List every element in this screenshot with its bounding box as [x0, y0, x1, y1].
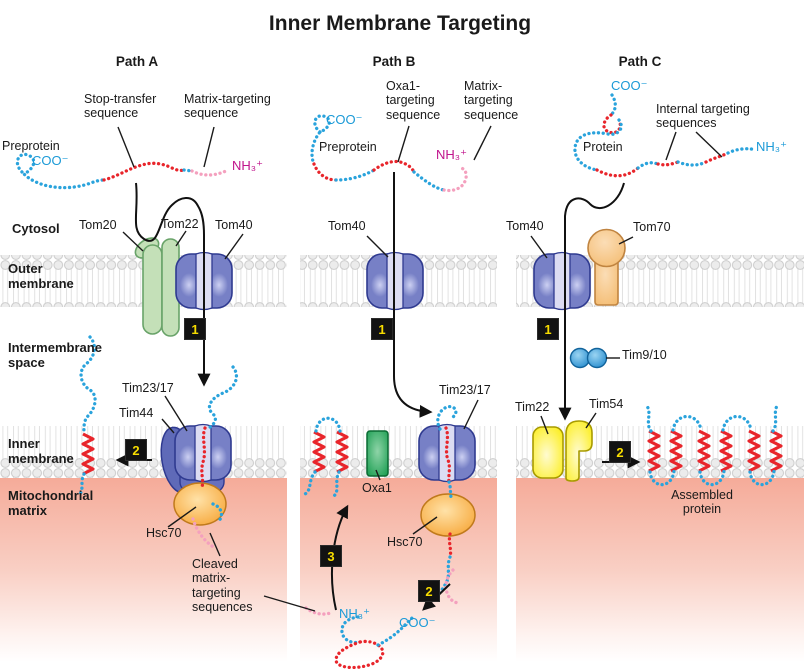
matrix-targeting-label-a: Matrix-targeting sequence — [184, 92, 271, 121]
oxa1-protein — [366, 430, 389, 477]
hsc70-label-a: Hsc70 — [146, 526, 182, 540]
oxa1-targeting-label: Oxa1- targeting sequence — [386, 79, 441, 122]
path-c-header: Path C — [618, 54, 662, 69]
internal-targeting-label: Internal targeting sequences — [656, 102, 750, 131]
tom40-label-b: Tom40 — [328, 219, 366, 233]
coo-bottom-label-b: COO⁻ — [399, 615, 436, 630]
tom20-label: Tom20 — [79, 218, 117, 232]
figure-title: Inner Membrane Targeting — [268, 12, 532, 35]
step-2-badge-c: 2 — [609, 441, 631, 463]
nh3-label-a: NH₃⁺ — [232, 158, 263, 173]
cytosol-label: Cytosol — [12, 221, 60, 236]
tim22-tim54-complex — [532, 420, 593, 482]
preprotein-label-a: Preprotein — [2, 139, 60, 153]
preprotein-label-b: Preprotein — [319, 140, 377, 154]
intermembrane-space-label: Intermembrane space — [8, 340, 102, 370]
matrix-label: Mitochondrial matrix — [8, 488, 94, 518]
step-1-badge-b: 1 — [371, 318, 393, 340]
protein-label-c: Protein — [583, 140, 623, 154]
tim23-17-label-b: Tim23/17 — [439, 383, 491, 397]
nh3-label-c: NH₃⁺ — [756, 139, 787, 154]
nh3-bottom-label-b: NH₃⁺ — [339, 606, 370, 621]
hsc70-b — [420, 493, 476, 537]
tim22-label: Tim22 — [515, 400, 550, 414]
coo-label-a: COO⁻ — [32, 153, 69, 168]
nh3-top-label-b: NH₃⁺ — [436, 147, 467, 162]
outer-membrane-label: Outer membrane — [8, 261, 74, 291]
tom70-label: Tom70 — [633, 220, 671, 234]
step-1-badge-a: 1 — [184, 318, 206, 340]
step-1-badge-c: 1 — [537, 318, 559, 340]
tom40-channel-c — [533, 251, 591, 311]
oxa1-label: Oxa1 — [362, 481, 392, 495]
coo-top-label-b: COO⁻ — [326, 112, 363, 127]
tim9-10-chaperone — [569, 347, 608, 369]
step-2-badge-a: 2 — [125, 439, 147, 461]
path-a-header: Path A — [115, 54, 159, 69]
tom20-tom22-receptor — [134, 237, 180, 337]
inner-membrane-band — [0, 426, 804, 478]
matrix-targeting-label-b: Matrix- targeting sequence — [464, 79, 519, 122]
coo-label-c: COO⁻ — [611, 78, 648, 93]
tom22-label: Tom22 — [161, 217, 199, 231]
tom40-label-a: Tom40 — [215, 218, 253, 232]
tim44-label: Tim44 — [119, 406, 154, 420]
assembled-protein-label: Assembled protein — [671, 488, 733, 517]
inner-membrane-label: Inner membrane — [8, 436, 74, 466]
hsc70-a — [173, 482, 227, 526]
stop-transfer-label: Stop-transfer sequence — [84, 92, 157, 121]
tom40-label-c: Tom40 — [506, 219, 544, 233]
tom70-receptor — [587, 228, 626, 306]
path-b-header: Path B — [372, 54, 416, 69]
tim54-label: Tim54 — [589, 397, 624, 411]
step-2-badge-b: 2 — [418, 580, 440, 602]
tim23-17-label-a: Tim23/17 — [122, 381, 174, 395]
hsc70-label-b: Hsc70 — [387, 535, 423, 549]
cleaved-sequences-label: Cleaved matrix- targeting sequences — [192, 557, 253, 614]
label-pointer-lines — [117, 125, 723, 612]
tim9-10-label: Tim9/10 — [622, 348, 667, 362]
step-3-badge-b: 3 — [320, 545, 342, 567]
